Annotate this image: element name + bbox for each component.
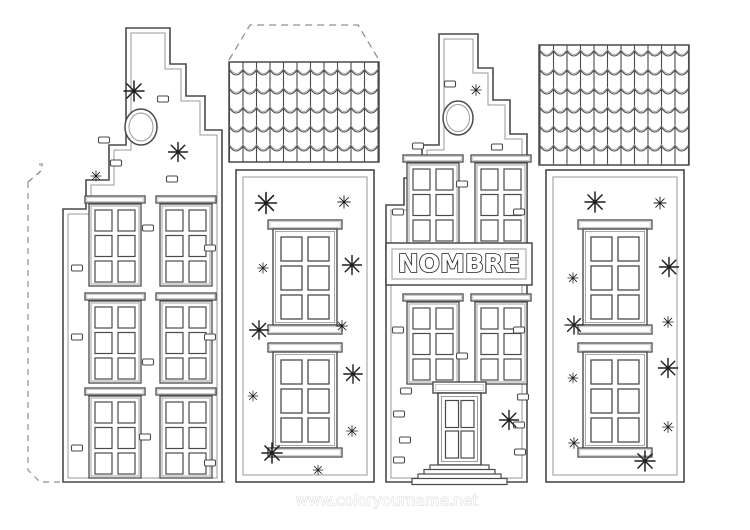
brick-icon — [455, 352, 469, 360]
window — [577, 219, 653, 335]
brick-icon — [455, 180, 469, 188]
window — [577, 342, 653, 458]
star-icon — [336, 320, 348, 332]
house-3-group: NOMBRE — [385, 33, 533, 486]
brick-icon — [70, 264, 84, 272]
house-3-round-window — [442, 100, 474, 136]
star-icon — [128, 85, 140, 97]
star-icon — [261, 442, 283, 464]
brick-icon — [141, 358, 155, 366]
brick-icon — [399, 387, 413, 395]
brick-icon — [398, 436, 412, 444]
brick-icon — [203, 244, 217, 252]
star-icon — [346, 425, 358, 437]
brick-icon — [391, 208, 405, 216]
brick-icon — [109, 159, 123, 167]
house-1-group — [27, 27, 225, 483]
star-icon — [312, 464, 324, 476]
star-icon — [662, 421, 674, 433]
star-icon — [337, 195, 351, 209]
star-icon — [470, 84, 482, 96]
watermark: www.coloryourname.net — [296, 492, 479, 510]
door-panel — [444, 430, 460, 459]
door-lintel — [432, 381, 487, 394]
door-panel — [460, 430, 475, 459]
brick-icon — [512, 326, 526, 334]
star-icon — [257, 262, 269, 274]
star-icon — [247, 390, 259, 402]
star-icon — [567, 372, 579, 384]
brick-icon — [70, 333, 84, 341]
window — [267, 342, 343, 458]
brick-icon — [203, 333, 217, 341]
star-icon — [90, 170, 102, 182]
brick-icon — [141, 224, 155, 232]
brick-icon — [512, 208, 526, 216]
window — [84, 387, 146, 479]
star-icon — [341, 254, 363, 276]
brick-icon — [165, 175, 179, 183]
star-icon — [662, 316, 674, 328]
star-icon — [564, 315, 584, 335]
brick-icon — [443, 80, 457, 88]
star-icon — [584, 191, 606, 213]
nameplate-label: NOMBRE — [398, 249, 520, 278]
brick-icon — [156, 95, 170, 103]
window — [155, 195, 217, 287]
house-1-gable-inner-line — [67, 32, 218, 479]
house-2-dashed-ridge — [228, 24, 380, 61]
brick-icon — [411, 142, 425, 150]
star-icon — [343, 364, 363, 384]
brick-icon — [392, 456, 406, 464]
star-icon — [567, 272, 579, 284]
door-lintel-inner — [435, 384, 484, 391]
brick-icon — [391, 326, 405, 334]
door-panel — [460, 399, 475, 429]
door-frame-inner — [441, 396, 478, 462]
star-icon — [568, 437, 580, 449]
window — [470, 293, 532, 385]
window — [84, 292, 146, 384]
door-step — [411, 477, 508, 486]
house-2-roof — [228, 61, 380, 163]
star-icon — [167, 141, 189, 163]
brick-icon — [203, 459, 217, 467]
door-panel — [444, 399, 460, 429]
house-1-dashed-side-wall-b — [27, 163, 43, 183]
brick-icon — [97, 136, 111, 144]
brick-icon — [490, 143, 504, 151]
nameplate-inner — [391, 248, 527, 280]
brick-icon — [513, 448, 527, 456]
star-icon — [249, 320, 269, 340]
brick-icon — [138, 433, 152, 441]
star-icon — [254, 191, 278, 215]
house-4-roof — [538, 44, 690, 166]
house-4-facade-inner — [552, 176, 678, 476]
house-2-group — [228, 24, 380, 483]
star-icon — [657, 357, 679, 379]
window — [402, 293, 464, 385]
house-1-round-window — [124, 108, 158, 146]
house-3-round-window-inner — [446, 104, 470, 132]
star-icon — [498, 409, 520, 431]
house-4-group — [538, 44, 690, 483]
brick-icon — [516, 393, 530, 401]
brick-icon — [392, 410, 406, 418]
house-2-facade-inner — [242, 176, 368, 476]
window — [470, 154, 532, 246]
star-icon — [634, 450, 656, 472]
house-1-round-window-inner — [128, 112, 154, 142]
brick-icon — [70, 444, 84, 452]
star-icon — [653, 196, 667, 210]
window — [267, 219, 343, 335]
window — [402, 154, 464, 246]
star-icon — [658, 256, 680, 278]
window — [84, 195, 146, 287]
